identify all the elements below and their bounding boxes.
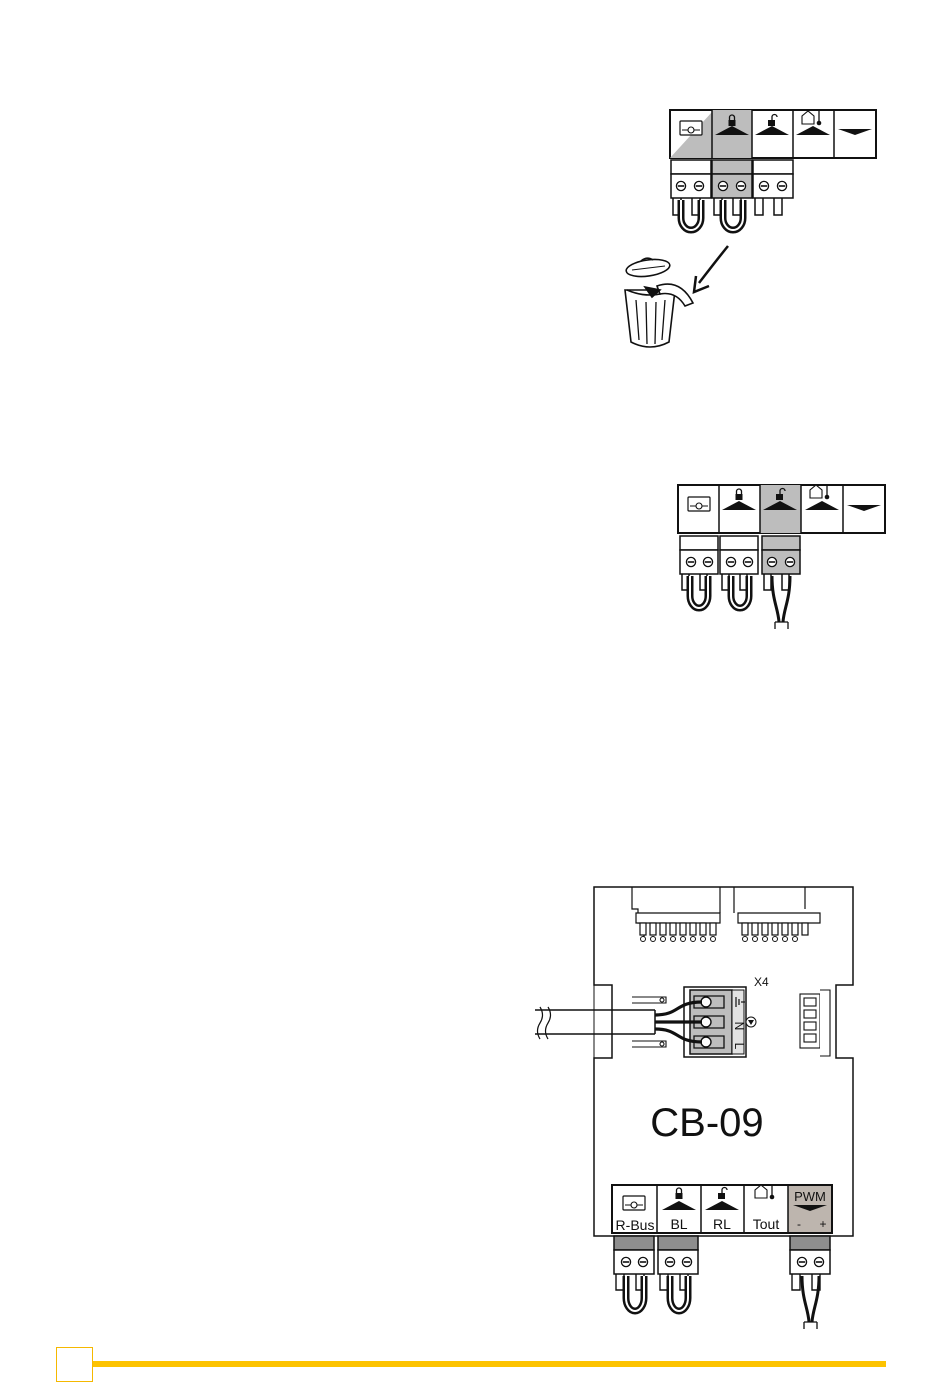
terminal-tout-label: Tout [753, 1216, 780, 1232]
board-model-label: CB-09 [650, 1101, 763, 1145]
terminal-bl-label: BL [670, 1216, 687, 1232]
pin-l-label: L [732, 1043, 746, 1050]
diagram-connect-unlock [678, 485, 885, 629]
rbus-icon [680, 121, 702, 135]
terminal-pwm-label: PWM [794, 1189, 826, 1204]
footer-accent-rule [93, 1361, 886, 1367]
rbus-icon [688, 497, 710, 511]
trash-can-icon [625, 257, 693, 347]
connector-label: X4 [754, 975, 769, 989]
diagram-remove-bridge [625, 110, 876, 347]
terminal-rl-label: RL [713, 1216, 731, 1232]
pwm-plus-label: + [819, 1217, 826, 1231]
rbus-icon [623, 1196, 645, 1210]
diagram-cb09-board: X4 N L CB-09 [535, 887, 853, 1329]
page-number-box [56, 1347, 93, 1382]
pin-n-label: N [732, 1022, 746, 1031]
terminal-rbus-label: R-Bus [616, 1217, 655, 1233]
pwm-minus-label: - [797, 1217, 801, 1231]
